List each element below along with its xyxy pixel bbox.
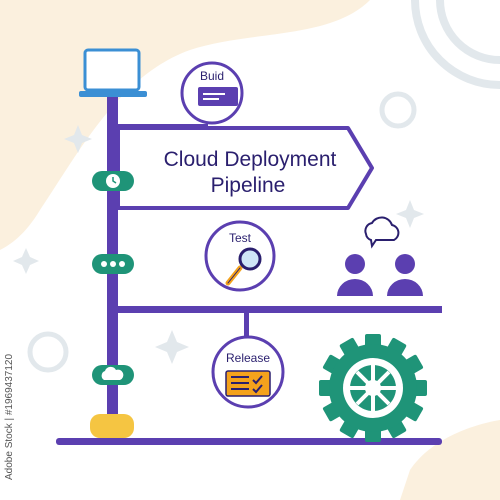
stage-build: Buid <box>180 61 244 125</box>
stage-build-label: Buid <box>200 69 224 83</box>
stage-release-label: Release <box>226 351 270 365</box>
signpost-arrow: Cloud Deployment Pipeline <box>116 126 374 210</box>
pole-badge-clock <box>92 171 134 191</box>
pole-base <box>90 414 134 438</box>
connector-test <box>118 306 442 313</box>
team-chat-icon <box>337 216 423 296</box>
card-icon <box>198 87 238 106</box>
watermark-side-text: Adobe Stock | #1969437120 <box>4 354 15 480</box>
stage-test: Test <box>204 220 276 292</box>
ground-line <box>56 438 442 445</box>
background-blob-bottom-right <box>400 420 500 500</box>
gear-icon <box>319 334 427 442</box>
stage-release: Release <box>211 335 285 409</box>
pole-badge-cloud <box>92 365 134 385</box>
signpost-title-line2: Pipeline <box>211 174 286 197</box>
laptop-icon <box>79 48 147 97</box>
stage-test-label: Test <box>229 231 252 245</box>
watermark-rings <box>27 0 500 373</box>
connector-release <box>244 313 249 343</box>
signpost-title-line1: Cloud Deployment <box>164 148 337 171</box>
watermark-stars <box>13 125 424 364</box>
magnifier-icon <box>225 247 262 286</box>
document-checklist-icon <box>225 370 271 397</box>
pole-badge-dots <box>92 254 134 274</box>
